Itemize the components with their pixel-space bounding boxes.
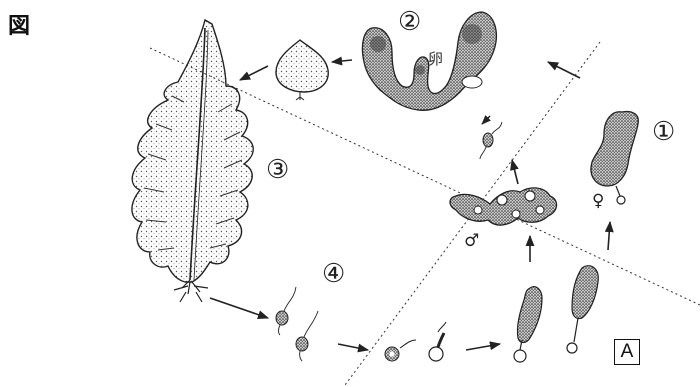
male-gametophyte [450,188,557,225]
arrow-to-female-gametophyte [608,222,610,250]
developing-filaments [514,266,598,362]
young-sporophyte [276,40,328,100]
stage-label-2: ② [398,7,421,37]
stage-label-3: ③ [266,155,289,185]
arrow-germling-to-filament [466,344,500,350]
sperm-cell [480,116,502,159]
stage-label-4: ④ [322,259,345,289]
arrow-thallus-to-spores [210,298,268,318]
arrow-egg-to-young [332,60,352,62]
germlings [385,322,446,361]
mature-thallus [132,20,253,302]
arrow-male-up [512,160,518,184]
male-symbol: ♂ [464,231,479,251]
female-symbol: ♀ [592,191,604,211]
arrow-young-to-thallus [240,66,268,80]
zoospores [276,287,318,361]
egg-label: 卵 [428,50,443,68]
box-label: A [614,339,640,365]
arrow-spores-to-germlings [338,344,368,350]
arrow-up-right-gamete [548,62,580,78]
stage-label-1: ① [652,117,675,147]
